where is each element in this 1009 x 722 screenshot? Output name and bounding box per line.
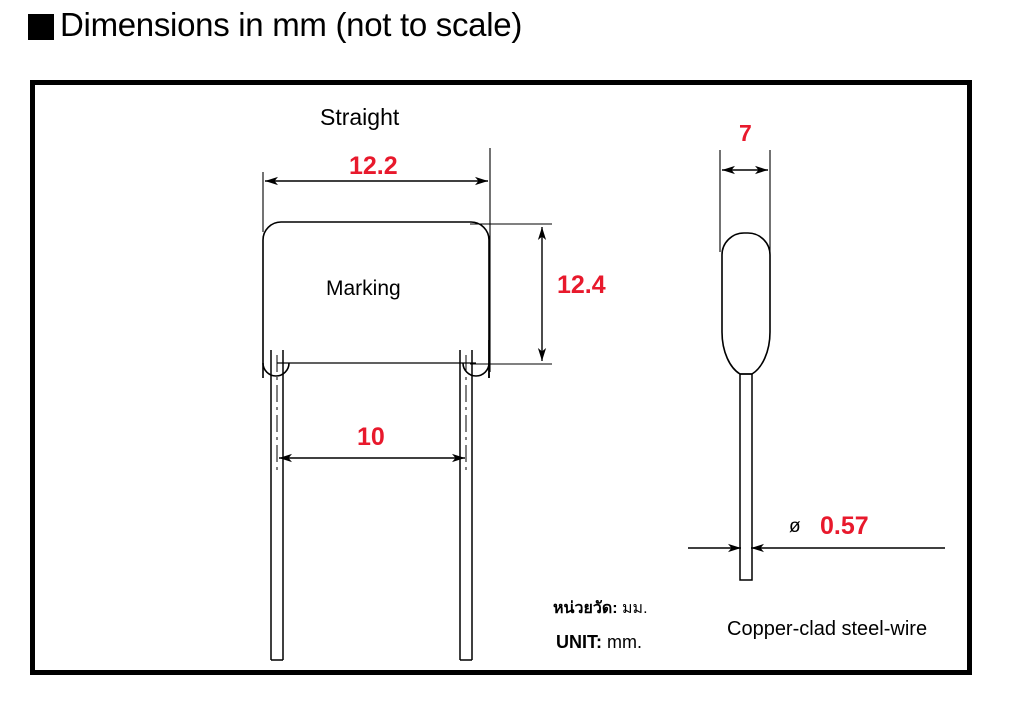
page-title: Dimensions in mm (not to scale) xyxy=(28,8,522,42)
drawing-frame xyxy=(30,80,972,675)
dimension-value-thickness: 7 xyxy=(739,120,752,146)
unit-note-english-label: UNIT: xyxy=(556,632,602,652)
body-marking-label: Marking xyxy=(326,277,401,300)
unit-note-thai-label: หน่วยวัด xyxy=(553,600,613,617)
unit-note-thai: หน่วยวัด: มม. xyxy=(553,596,648,621)
unit-note-english-value: mm. xyxy=(607,632,643,652)
filled-square-bullet-icon xyxy=(28,14,54,40)
page-title-text: Dimensions in mm (not to scale) xyxy=(60,6,523,43)
dimension-value-lead-spacing: 10 xyxy=(357,423,385,451)
diameter-symbol-icon: ø xyxy=(789,516,801,537)
lead-material-label: Copper-clad steel-wire xyxy=(727,618,928,640)
unit-note-thai-separator: : xyxy=(612,600,618,617)
front-view-title: Straight xyxy=(320,104,400,130)
dimension-value-width: 12.2 xyxy=(349,152,398,180)
dimension-value-height: 12.4 xyxy=(557,271,606,299)
unit-note-english: UNIT: mm. xyxy=(556,632,642,653)
dimension-value-lead-diameter: 0.57 xyxy=(820,512,869,540)
unit-note-thai-value: มม. xyxy=(622,600,648,617)
